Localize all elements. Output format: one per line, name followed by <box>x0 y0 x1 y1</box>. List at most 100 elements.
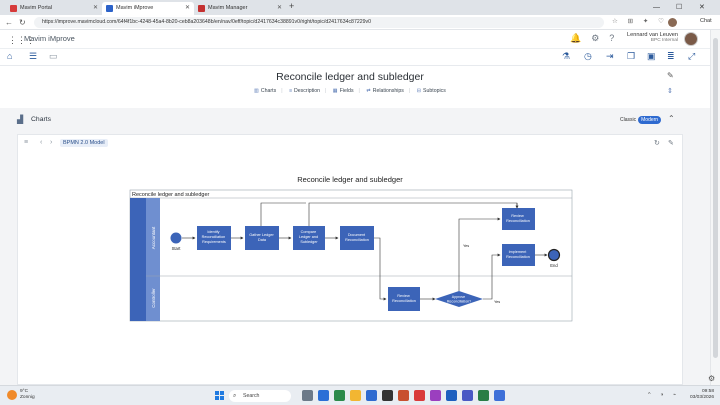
refresh-icon[interactable]: ↻ <box>19 18 26 27</box>
svg-text:Compare Ledger and: Compare Ledger and Subledger <box>299 230 319 244</box>
excel-icon[interactable] <box>478 390 489 401</box>
tab-mavim-manager[interactable]: Mavim Manager ✕ <box>194 2 286 15</box>
chat-button[interactable]: Chat <box>700 18 712 24</box>
taskbar-clock[interactable]: 09:58 03/03/2026 <box>689 389 714 400</box>
file-explorer-icon[interactable] <box>350 390 361 401</box>
app-header: ⋮⋮⋮ Mavim iMprove 🔔⚙? Lennard van Leuven… <box>0 30 710 49</box>
settings-gear-icon[interactable]: ⚙ <box>708 374 716 383</box>
close-window-icon[interactable]: ✕ <box>699 4 705 11</box>
chat-icon[interactable]: ▣ <box>647 51 656 61</box>
menu-icon[interactable]: ≡ <box>24 139 29 146</box>
end-event[interactable] <box>547 248 561 262</box>
subnav-subtopics[interactable]: ⊟Subtopics <box>416 88 446 94</box>
task-gather-ledger-data[interactable]: Gather Ledger Data <box>245 226 279 250</box>
pool-title: Reconcile ledger and subledger <box>132 192 210 198</box>
comment-icon[interactable]: ▭ <box>49 51 58 61</box>
resize-icon[interactable]: ⇕ <box>667 88 673 95</box>
svg-text:Approve Reconciliati: Approve Reconciliation? <box>447 295 471 304</box>
page-title: Reconcile ledger and subledger <box>276 71 424 83</box>
windows-start-icon[interactable] <box>215 391 224 400</box>
maximize-icon[interactable]: ☐ <box>676 4 683 11</box>
next-icon[interactable]: › <box>50 139 53 146</box>
subnav-charts[interactable]: ▥Charts <box>254 88 277 94</box>
list-icon[interactable]: ≣ <box>667 51 675 61</box>
mavim-manager-favicon-icon <box>198 5 205 12</box>
app-icon[interactable] <box>382 390 393 401</box>
weather-sun-icon[interactable] <box>7 390 17 400</box>
minimize-icon[interactable]: — <box>653 4 660 11</box>
expand-icon[interactable]: ⤢ <box>688 51 696 61</box>
task-review-reconciliation-controller[interactable]: Review Reconciliation <box>388 287 420 311</box>
back-icon[interactable]: ← <box>5 18 13 27</box>
tab-mavim-improve[interactable]: Mavim iMprove ✕ <box>102 2 194 15</box>
home-icon[interactable]: ⌂ <box>7 51 13 61</box>
new-tab-button[interactable]: + <box>289 1 295 11</box>
title-box: Reconcile ledger and subledger ✎ ▥Charts… <box>0 66 710 108</box>
outlook-icon[interactable] <box>446 390 457 401</box>
description-icon: ≡ <box>289 88 293 94</box>
clock-icon[interactable]: ◷ <box>584 51 592 61</box>
tree-icon[interactable]: ☰ <box>29 51 38 61</box>
charts-section-label: Charts <box>31 116 52 123</box>
subnav-relationships[interactable]: ⇄Relationships <box>366 88 404 94</box>
browser-profile-avatar[interactable] <box>668 18 677 27</box>
gateway-approve-reconciliation[interactable]: Approve Reconciliation? <box>435 291 483 307</box>
opera-icon[interactable] <box>414 390 425 401</box>
close-tab-icon[interactable]: ✕ <box>184 5 190 11</box>
lane-accountant-header <box>146 198 160 276</box>
prev-icon[interactable]: ‹ <box>40 139 43 146</box>
vertical-scrollbar[interactable] <box>710 30 720 385</box>
user-info[interactable]: Lennard van Leuven BPC Internal <box>626 32 678 43</box>
lane-label-accountant: Accountant <box>151 226 156 249</box>
tab-mavim-portal[interactable]: Mavim Portal ✕ <box>6 2 102 15</box>
chart-panel: ≡ ‹ › BPMN 2.0 Model ↻ ✎ Reconcile ledge… <box>17 134 683 385</box>
chart-icon: ▥ <box>254 88 259 94</box>
model-selector[interactable]: BPMN 2.0 Model <box>60 139 108 147</box>
start-event[interactable] <box>170 232 182 244</box>
teams-icon[interactable] <box>462 390 473 401</box>
subnav-description[interactable]: ≡Description <box>289 88 320 94</box>
collapse-icon[interactable]: ⌃ <box>668 114 675 123</box>
export-icon[interactable]: ⇥ <box>606 51 614 61</box>
subnav-fields[interactable]: ▦Fields <box>332 88 354 94</box>
subtopics-icon: ⊟ <box>416 88 422 94</box>
mavim-portal-favicon-icon <box>10 5 17 12</box>
task-compare-ledger[interactable]: Compare Ledger and Subledger <box>293 226 325 250</box>
app-launcher-icon[interactable]: ⋮⋮⋮ <box>8 35 35 45</box>
fields-icon: ▦ <box>332 88 338 94</box>
word-icon[interactable] <box>494 390 505 401</box>
header-actions[interactable]: 🔔⚙? <box>570 33 625 43</box>
copy-icon[interactable]: ❐ <box>627 51 636 61</box>
task-document-reconciliation[interactable]: Document Reconciliation <box>340 226 374 250</box>
task-implement-reconciliation[interactable]: Implement Reconciliation <box>502 244 535 266</box>
user-avatar[interactable] <box>684 32 698 46</box>
close-tab-icon[interactable]: ✕ <box>276 5 282 11</box>
chrome-icon[interactable] <box>334 390 345 401</box>
charts-icon: ▟ <box>17 115 24 124</box>
address-bar-row: ← ↻ https://improve.mavimcloud.com/64f4f… <box>0 15 720 30</box>
address-bar-actions[interactable]: ☆ ⊞ ✦ ♡ <box>612 18 668 25</box>
office-icon[interactable] <box>398 390 409 401</box>
task-identify-requirements[interactable]: Identify Reconciliation Requirements <box>197 226 231 250</box>
edge-icon[interactable] <box>318 390 329 401</box>
close-tab-icon[interactable]: ✕ <box>92 5 98 11</box>
task-review-reconciliation-accountant[interactable]: Review Reconciliation <box>502 208 535 230</box>
edit-icon[interactable]: ✎ <box>667 71 674 80</box>
page-content: Reconcile ledger and subledger ✎ ▥Charts… <box>0 66 710 385</box>
system-tray[interactable]: ^ ◑ ⌁ <box>648 392 681 398</box>
store-icon[interactable] <box>366 390 377 401</box>
refresh-chart-icon[interactable]: ↻ <box>654 140 660 147</box>
yes-label-top: Yes <box>463 244 469 248</box>
svg-text:Identify Reconciliat: Identify Reconciliation Requirements <box>202 230 227 244</box>
edit-chart-icon[interactable]: ✎ <box>668 140 674 147</box>
pool-label-bar <box>130 198 146 321</box>
taskbar-search[interactable]: ⌕ Search <box>229 390 291 402</box>
task-view-icon[interactable] <box>302 390 313 401</box>
start-label: Start <box>172 246 182 251</box>
weather-widget[interactable]: 9°C Zonnig <box>20 389 35 400</box>
onenote-icon[interactable] <box>430 390 441 401</box>
flask-icon[interactable]: ⚗ <box>562 51 571 61</box>
url-input[interactable]: https://improve.mavimcloud.com/64f4f1bc-… <box>34 17 604 28</box>
